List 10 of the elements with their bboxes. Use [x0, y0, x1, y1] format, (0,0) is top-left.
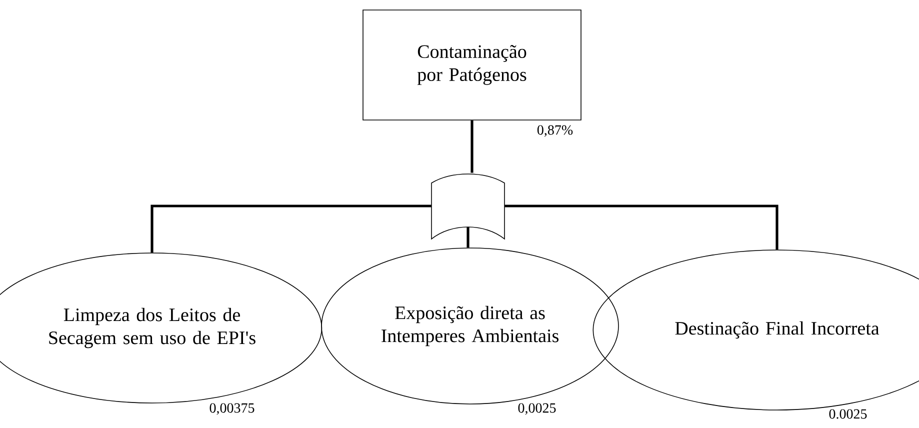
probability-label: 0,87%	[537, 125, 573, 137]
connector-line	[504, 204, 778, 250]
connector-line	[470, 120, 474, 173]
event-box: Contaminação por Patógenos	[362, 10, 582, 120]
connector-line	[150, 204, 432, 253]
probability-label: 0,00375	[210, 403, 254, 415]
or-gate	[431, 174, 505, 240]
connector-line	[466, 227, 470, 248]
probability-label: 0.0025	[829, 409, 867, 419]
probability-label: 0,0025	[518, 403, 556, 415]
